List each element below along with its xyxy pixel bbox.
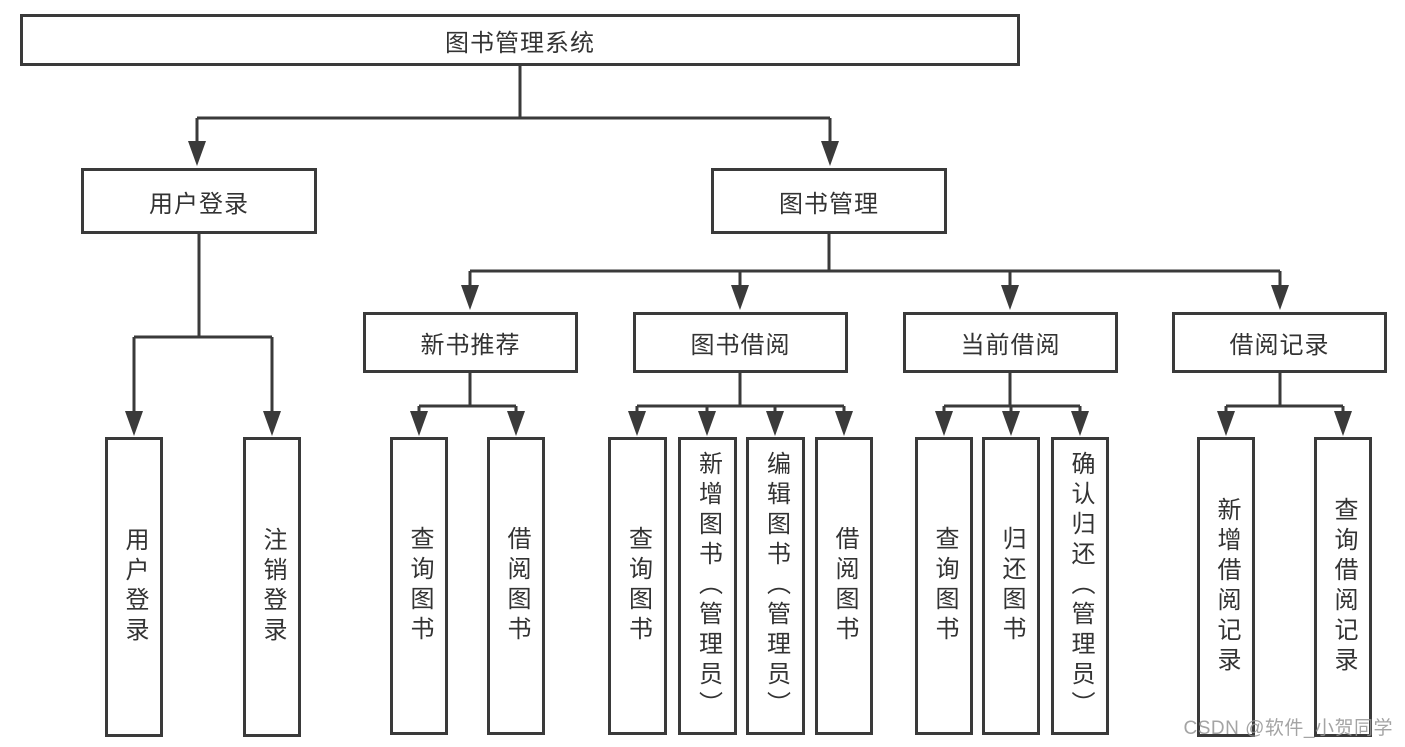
node-user-login-label: 用户登录 [149, 190, 249, 218]
arrowheads [125, 141, 1352, 436]
leaf-borrowing-query-books: 查询图书 [608, 437, 667, 735]
node-library-system-label: 图书管理系统 [445, 29, 595, 57]
leaf-user-login-label: 用户登录 [121, 527, 148, 647]
leaf-borrowing-add-books-admin: 新增图书（管理员） [678, 437, 737, 735]
node-library-system: 图书管理系统 [20, 14, 1020, 66]
node-new-book-recommend: 新书推荐 [363, 312, 578, 373]
leaf-recommend-query-books-label: 查询图书 [406, 526, 433, 646]
leaf-records-add-record-label: 新增借阅记录 [1213, 497, 1240, 677]
leaf-records-query-record: 查询借阅记录 [1314, 437, 1372, 737]
leaf-logout-label: 注销登录 [259, 527, 286, 647]
leaf-recommend-borrow-books-label: 借阅图书 [503, 526, 530, 646]
leaf-current-confirm-return-admin-label: 确认归还（管理员） [1067, 451, 1094, 721]
leaf-borrowing-query-books-label: 查询图书 [624, 526, 652, 646]
node-current-borrowing-label: 当前借阅 [960, 332, 1061, 359]
leaf-current-confirm-return-admin: 确认归还（管理员） [1051, 437, 1109, 735]
leaf-current-return-books-label: 归还图书 [998, 526, 1025, 646]
leaf-records-add-record: 新增借阅记录 [1197, 437, 1255, 737]
node-current-borrowing: 当前借阅 [903, 312, 1118, 373]
node-book-borrowing: 图书借阅 [633, 312, 848, 373]
node-borrow-records: 借阅记录 [1172, 312, 1387, 373]
leaf-borrowing-edit-books-admin-label: 编辑图书（管理员） [762, 451, 790, 721]
leaf-borrowing-borrow-books-label: 借阅图书 [831, 526, 858, 646]
leaf-borrowing-borrow-books: 借阅图书 [815, 437, 873, 735]
leaf-borrowing-edit-books-admin: 编辑图书（管理员） [746, 437, 805, 735]
leaf-current-return-books: 归还图书 [982, 437, 1040, 735]
leaf-current-query-books: 查询图书 [915, 437, 973, 735]
node-user-login: 用户登录 [81, 168, 317, 234]
node-borrow-records-label: 借阅记录 [1229, 332, 1330, 359]
node-book-management-label: 图书管理 [779, 190, 879, 218]
node-book-borrowing-label: 图书借阅 [690, 332, 791, 359]
leaf-borrowing-add-books-admin-label: 新增图书（管理员） [694, 451, 722, 721]
leaf-current-query-books-label: 查询图书 [931, 526, 958, 646]
leaf-recommend-query-books: 查询图书 [390, 437, 448, 735]
watermark: CSDN @软件_小贺同学 [1183, 718, 1393, 739]
leaf-logout: 注销登录 [243, 437, 301, 737]
leaf-user-login: 用户登录 [105, 437, 163, 737]
leaf-records-query-record-label: 查询借阅记录 [1330, 497, 1357, 677]
node-book-management: 图书管理 [711, 168, 947, 234]
node-new-book-recommend-label: 新书推荐 [420, 332, 521, 359]
leaf-recommend-borrow-books: 借阅图书 [487, 437, 545, 735]
